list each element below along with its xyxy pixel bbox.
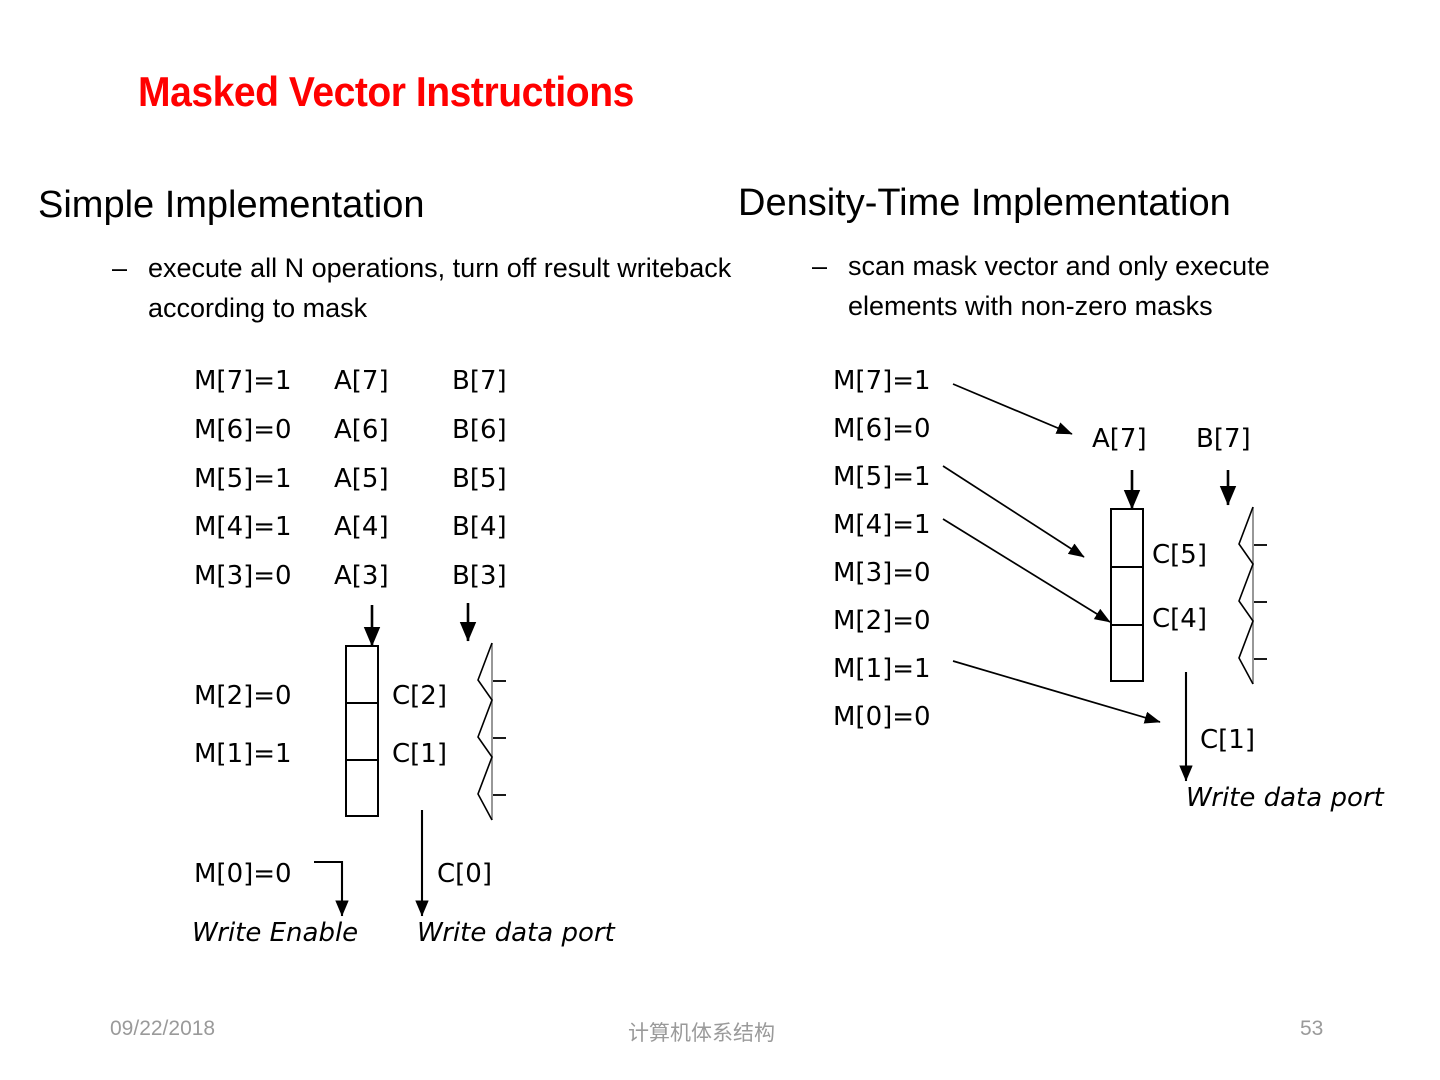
right-write-data-port-label: Write data port [1186, 783, 1384, 813]
left-write-enable-arrow [314, 860, 349, 917]
right-result-c5: C[5] [1152, 540, 1207, 570]
right-result-c4: C[4] [1152, 604, 1207, 634]
left-operand-b-6: B[6] [452, 415, 507, 445]
left-operand-a-6: A[6] [334, 415, 389, 445]
bullet-dash-icon-right: – [812, 251, 828, 281]
right-output-c1: C[1] [1200, 725, 1255, 755]
right-pipeline-register-stack [1110, 508, 1144, 682]
left-mask-2: M[2]=0 [194, 681, 292, 711]
right-mask-5: M[5]=1 [833, 462, 931, 492]
left-pipeline-cell-mid [347, 704, 377, 761]
bullet-dash-icon: – [112, 253, 128, 283]
right-operand-a: A[7] [1092, 424, 1147, 454]
right-mask-3: M[3]=0 [833, 558, 931, 588]
left-mask-1: M[1]=1 [194, 739, 292, 769]
right-mask-0: M[0]=0 [833, 702, 931, 732]
page-title: Masked Vector Instructions [138, 68, 634, 115]
left-operand-a-5: A[5] [334, 464, 389, 494]
right-mask-6: M[6]=0 [833, 414, 931, 444]
footer-page-number: 53 [1300, 1017, 1324, 1040]
left-pipeline-register-stack [345, 645, 379, 817]
left-operand-b-3: B[3] [452, 561, 507, 591]
left-write-enable-label: Write Enable [192, 918, 359, 948]
right-pipeline-cell-mid [1112, 568, 1142, 626]
footer-course-title: 计算机体系结构 [628, 1021, 775, 1045]
left-operand-a-3: A[3] [334, 561, 389, 591]
right-mask-7: M[7]=1 [833, 366, 931, 396]
right-mask-2: M[2]=0 [833, 606, 931, 636]
left-column-bullet: – execute all N operations, turn off res… [112, 248, 732, 328]
left-mask-3: M[3]=0 [194, 561, 292, 591]
right-column-bullet-text: scan mask vector and only execute elemen… [848, 251, 1270, 321]
left-result-c1: C[1] [392, 739, 447, 769]
left-operand-b-5: B[5] [452, 464, 507, 494]
right-mask5-to-pipeline-arrow [942, 465, 1085, 558]
right-mask-1: M[1]=1 [833, 654, 931, 684]
right-mask7-to-operand-arrow [952, 383, 1073, 435]
left-result-c0: C[0] [437, 859, 492, 889]
right-column-heading: Density-Time Implementation [738, 182, 1231, 224]
right-operand-b: B[7] [1196, 424, 1251, 454]
left-result-c2: C[2] [392, 681, 447, 711]
right-pipeline-cell-top [1112, 510, 1142, 568]
left-pipeline-cell-top [347, 647, 377, 704]
left-operand-b-7: B[7] [452, 366, 507, 396]
right-mask-4: M[4]=1 [833, 510, 931, 540]
left-zigzag-symbol [477, 642, 506, 821]
left-column-heading: Simple Implementation [38, 184, 425, 226]
left-mask-4: M[4]=1 [194, 512, 292, 542]
left-operand-a-4: A[4] [334, 512, 389, 542]
right-mask4-to-pipeline-arrow [942, 518, 1111, 623]
left-column-bullet-text: execute all N operations, turn off resul… [148, 253, 732, 323]
left-mask-5: M[5]=1 [194, 464, 292, 494]
left-pipeline-cell-bottom [347, 761, 377, 817]
right-column-bullet: – scan mask vector and only execute elem… [812, 246, 1382, 326]
footer-date: 09/22/2018 [110, 1017, 216, 1040]
left-operand-b-4: B[4] [452, 512, 507, 542]
left-write-data-port-label: Write data port [417, 918, 615, 948]
left-mask-7: M[7]=1 [194, 366, 292, 396]
right-pipeline-cell-bottom [1112, 626, 1142, 682]
left-mask-6: M[6]=0 [194, 415, 292, 445]
right-zigzag-symbol [1238, 506, 1267, 685]
left-operand-a-7: A[7] [334, 366, 389, 396]
left-mask-0: M[0]=0 [194, 859, 292, 889]
